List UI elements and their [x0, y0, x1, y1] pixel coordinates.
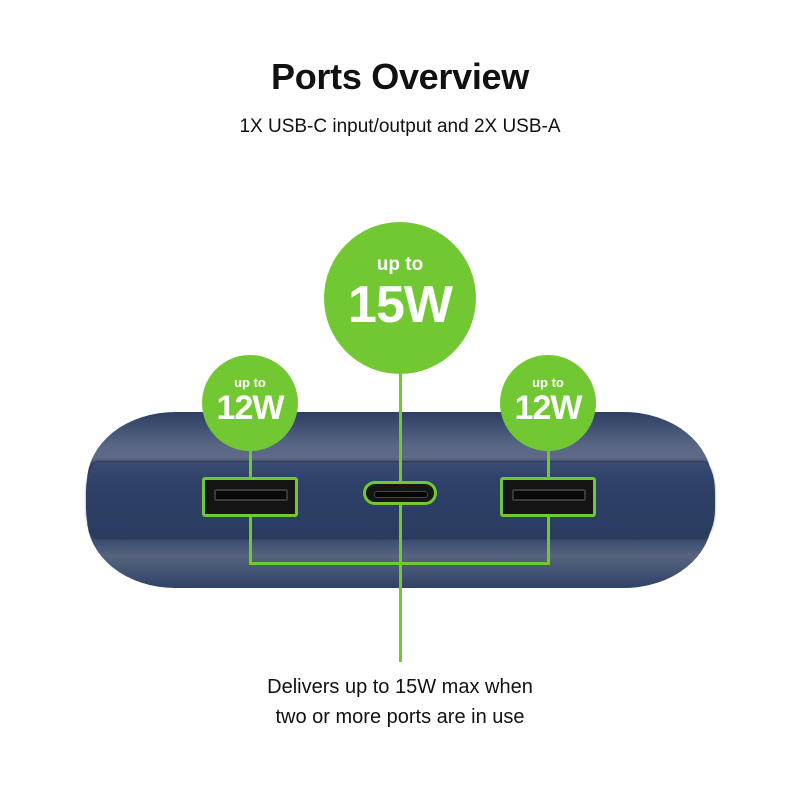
badge-power: 12W	[216, 388, 285, 427]
connector-line-left-top	[249, 440, 252, 478]
connector-line-right-down	[547, 517, 550, 564]
footnote: Delivers up to 15W max when two or more …	[0, 672, 800, 732]
footnote-line-1: Delivers up to 15W max when	[267, 676, 533, 698]
usb-a-port-left	[202, 477, 298, 517]
page-title: Ports Overview	[271, 56, 529, 97]
usb-a-slot-icon	[214, 489, 288, 501]
usb-a-slot-icon	[512, 489, 586, 501]
badge-power: 15W	[348, 276, 453, 334]
usb-c-port	[363, 481, 437, 505]
power-badge-center: up to 15W	[324, 222, 476, 374]
badge-prefix: up to	[376, 254, 424, 275]
usb-c-slot-icon	[374, 491, 428, 498]
badge-prefix: up to	[234, 374, 266, 390]
power-badge-left: up to 12W	[202, 355, 298, 451]
badge-power: 12W	[514, 388, 583, 427]
connector-line-center-down	[399, 504, 402, 662]
footnote-line-2: two or more ports are in use	[275, 706, 525, 728]
badge-prefix: up to	[532, 374, 564, 390]
connector-line-right-top	[547, 440, 550, 478]
connector-line-left-down	[249, 517, 252, 564]
power-badge-right: up to 12W	[500, 355, 596, 451]
connector-line-center-top	[399, 370, 402, 482]
page-subtitle: 1X USB-C input/output and 2X USB-A	[239, 116, 561, 137]
usb-a-port-right	[500, 477, 596, 517]
